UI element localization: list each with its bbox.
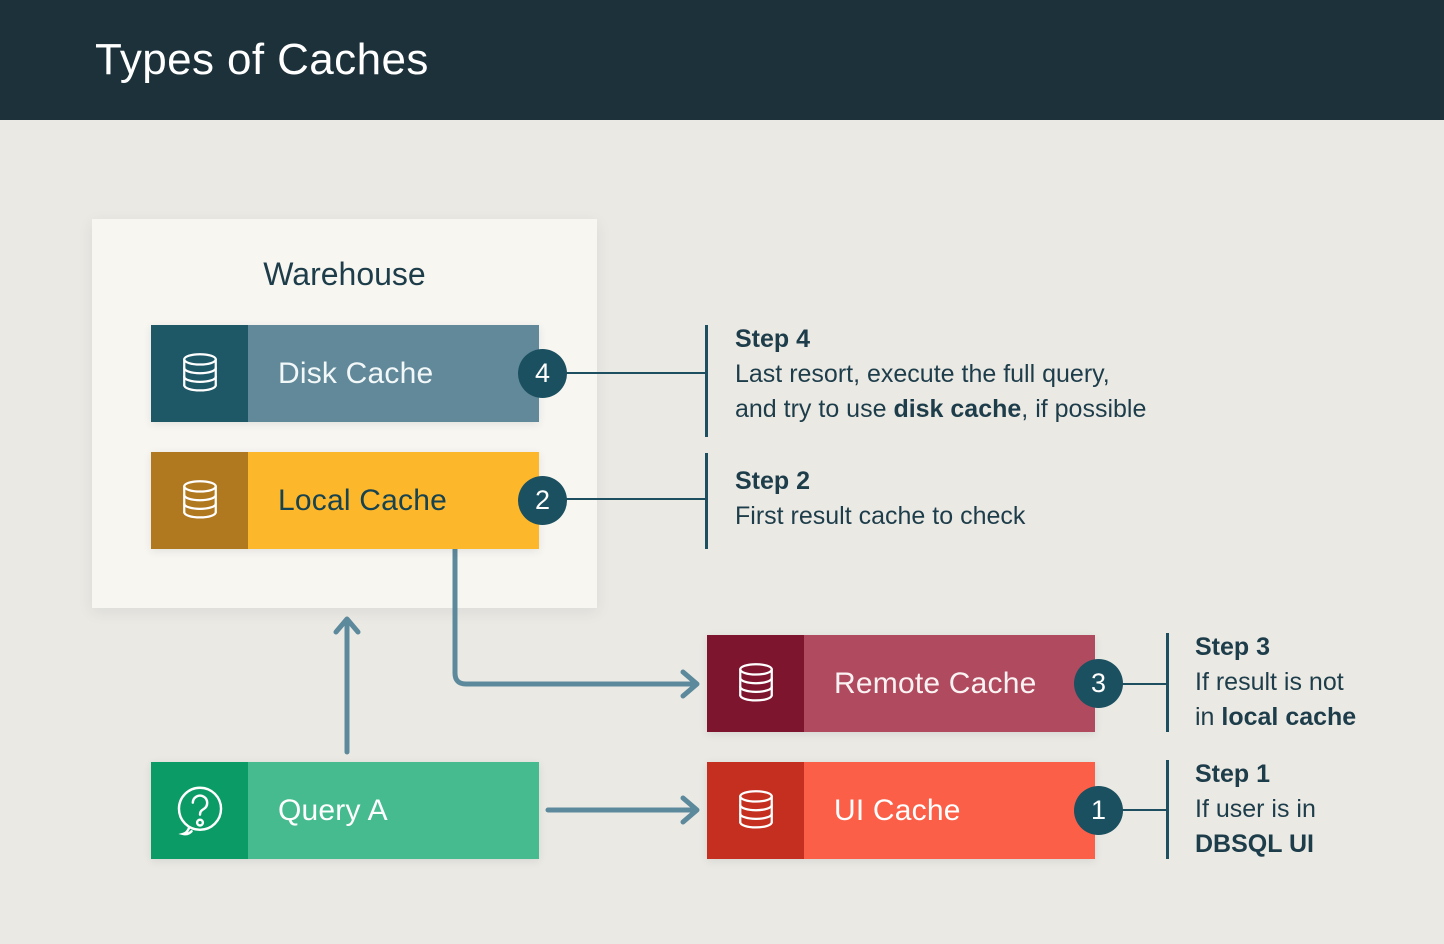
ui-cache-node: UI Cache 1 [707, 762, 1123, 859]
connector-step-4 [566, 372, 706, 374]
step-3-divider [1166, 633, 1169, 732]
connector-step-2 [566, 498, 706, 500]
local-cache-node: Local Cache 2 [151, 452, 567, 549]
step-2-line1: First result cache to check [735, 502, 1026, 530]
query-a-node: Query A [151, 762, 539, 859]
step-2-divider [705, 453, 708, 549]
step-badge: 2 [518, 476, 567, 525]
remote-cache-node: Remote Cache 3 [707, 635, 1123, 732]
step-3-line2: in local cache [1195, 703, 1357, 731]
step-badge: 3 [1074, 659, 1123, 708]
step-1-line1: If user is in [1195, 795, 1316, 823]
step-3-text: Step 3 If result is not in local cache [1195, 630, 1356, 735]
step-badge: 4 [518, 349, 567, 398]
node-label: Query A [248, 762, 539, 859]
step-2-text: Step 2 First result cache to check [735, 464, 1025, 534]
right-arrow [545, 795, 700, 825]
step-4-divider [705, 325, 708, 437]
step-3-line1: If result is not [1195, 668, 1344, 696]
step-1-title: Step 1 [1195, 760, 1271, 788]
step-3-title: Step 3 [1195, 633, 1271, 661]
step-1-divider [1166, 760, 1169, 859]
database-icon [707, 762, 804, 859]
database-icon [151, 325, 248, 422]
step-2-title: Step 2 [735, 467, 811, 495]
database-icon [151, 452, 248, 549]
connector-step-3 [1122, 683, 1168, 685]
step-1-line2: DBSQL UI [1195, 830, 1314, 858]
node-label: UI Cache [804, 762, 1095, 859]
up-arrow [333, 616, 361, 755]
header-bar: Types of Caches [0, 0, 1444, 120]
step-1-text: Step 1 If user is in DBSQL UI [1195, 757, 1316, 862]
warehouse-label: Warehouse [263, 256, 426, 292]
page-title: Types of Caches [95, 35, 429, 84]
node-label: Remote Cache [804, 635, 1095, 732]
node-label: Disk Cache [248, 325, 539, 422]
disk-cache-node: Disk Cache 4 [151, 325, 567, 422]
step-4-title: Step 4 [735, 325, 811, 353]
node-label: Local Cache [248, 452, 539, 549]
step-badge: 1 [1074, 786, 1123, 835]
database-icon [707, 635, 804, 732]
question-bubble-icon [151, 762, 248, 859]
step-4-line1: Last resort, execute the full query, [735, 360, 1110, 388]
step-4-text: Step 4 Last resort, execute the full que… [735, 322, 1146, 427]
step-4-line2: and try to use disk cache, if possible [735, 395, 1147, 423]
connector-step-1 [1122, 809, 1168, 811]
